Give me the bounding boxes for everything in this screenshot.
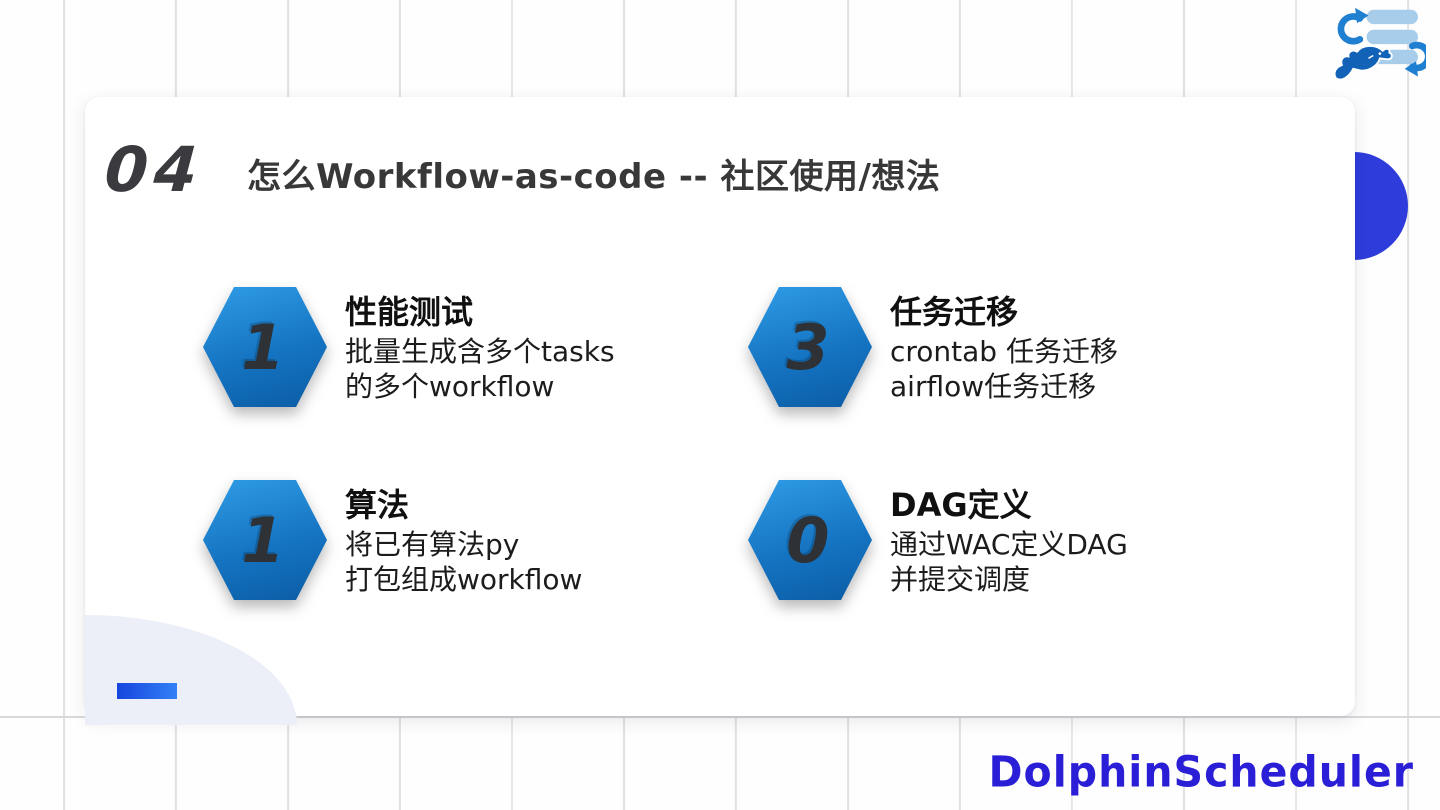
item-title: 算法 [345, 486, 410, 524]
hexagon-badge: 3 [748, 287, 872, 407]
item-title: 任务迁移 [890, 293, 1019, 331]
item-line: airflow任务迁移 [890, 370, 1097, 403]
item-text-block: DAG定义 通过WAC定义DAG 并提交调度 [890, 483, 1128, 597]
hexagon-shape: 0 [748, 480, 872, 600]
feature-item-task-migration: 3 任务迁移 crontab 任务迁移 airflow任务迁移 [748, 285, 1288, 409]
background-horizontal-line [0, 716, 1440, 718]
item-line: 打包组成workflow [345, 563, 583, 596]
item-line: 通过WAC定义DAG [890, 528, 1128, 561]
dolphinscheduler-logo-icon [1330, 6, 1432, 86]
item-title: DAG定义 [890, 486, 1032, 524]
item-title: 性能测试 [345, 293, 474, 331]
page-title: 怎么Workflow-as-code -- 社区使用/想法 [247, 157, 941, 197]
hexagon-shape: 1 [203, 287, 327, 407]
blue-accent-bar [117, 683, 177, 699]
hexagon-number: 3 [786, 310, 830, 384]
feature-item-algorithm: 1 算法 将已有算法py 打包组成workflow [203, 478, 743, 602]
brand-wordmark: DolphinScheduler [988, 746, 1414, 798]
hexagon-shape: 3 [748, 287, 872, 407]
hexagon-number: 1 [241, 310, 285, 384]
hexagon-badge: 1 [203, 287, 327, 407]
item-line: crontab 任务迁移 [890, 335, 1118, 368]
hexagon-shape: 1 [203, 480, 327, 600]
item-text-block: 算法 将已有算法py 打包组成workflow [345, 483, 582, 597]
item-line: 批量生成含多个tasks [345, 335, 615, 368]
item-text-block: 性能测试 批量生成含多个tasks 的多个workflow [345, 290, 615, 404]
section-number: 04 [102, 133, 206, 206]
feature-item-dag-definition: 0 DAG定义 通过WAC定义DAG 并提交调度 [748, 478, 1288, 602]
hexagon-number: 0 [786, 503, 830, 577]
item-text-block: 任务迁移 crontab 任务迁移 airflow任务迁移 [890, 290, 1118, 404]
hexagon-badge: 1 [203, 480, 327, 600]
slide-card: 04 怎么Workflow-as-code -- 社区使用/想法 1 性能测试 … [85, 97, 1355, 725]
item-line: 将已有算法py [345, 528, 520, 561]
hexagon-badge: 0 [748, 480, 872, 600]
hexagon-number: 1 [241, 503, 285, 577]
item-line: 的多个workflow [345, 370, 555, 403]
corner-ellipse-decoration [85, 615, 297, 725]
item-line: 并提交调度 [890, 563, 1031, 596]
feature-item-performance-test: 1 性能测试 批量生成含多个tasks 的多个workflow [203, 285, 743, 409]
